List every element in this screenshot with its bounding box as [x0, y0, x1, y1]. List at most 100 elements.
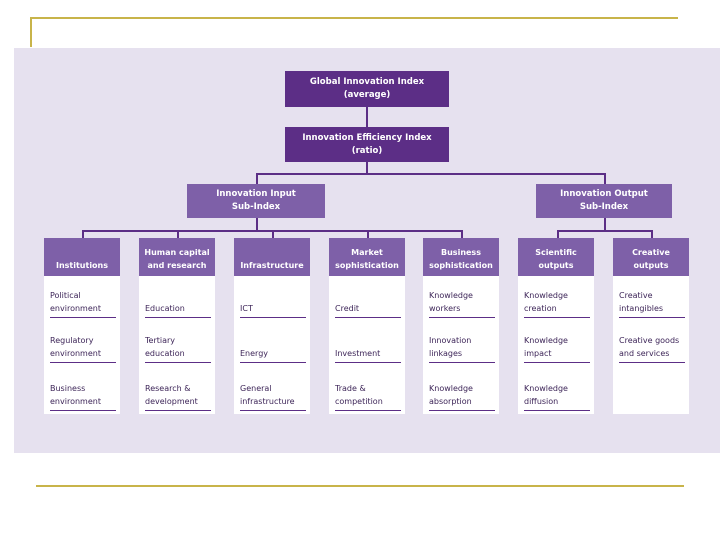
sub-pillar-item: Research & development [145, 381, 211, 411]
global-innovation-index-subtitle: (average) [343, 90, 391, 100]
global-innovation-index-box: Global Innovation Index (average) [285, 71, 449, 107]
connector [256, 173, 258, 184]
sub-pillar-line2: environment [50, 397, 101, 406]
pillar-header: Market sophistication [329, 238, 405, 276]
innovation-efficiency-index-box: Innovation Efficiency Index (ratio) [285, 127, 449, 162]
sub-pillar-item: Knowledge workers [429, 288, 495, 318]
sub-pillar-line1: Regulatory [50, 336, 94, 345]
input-subindex-subtitle: Sub-Index [231, 202, 281, 212]
sub-pillar-line2: Credit [335, 304, 360, 313]
sub-pillar-item: Innovation linkages [429, 333, 495, 363]
connector [367, 230, 369, 238]
pillar-header-line2: sophistication [335, 261, 399, 270]
connector [604, 173, 606, 184]
sub-pillar-line1: General [240, 384, 272, 393]
sub-pillar-line1: Trade & [335, 384, 366, 393]
pillar-header: Business sophistication [423, 238, 499, 276]
sub-pillar-line2: linkages [429, 349, 463, 358]
input-subindex-title: Innovation Input [216, 189, 296, 199]
sub-pillar-item: Creative intangibles [619, 288, 685, 318]
sub-pillar-line2: and services [619, 349, 670, 358]
sub-pillar-line1: Creative goods [619, 336, 680, 345]
frame-top-line [30, 17, 678, 19]
sub-pillar-line1: Knowledge [429, 384, 473, 393]
sub-pillar-line1: Business [50, 384, 86, 393]
pillar-header-line1: Human capital [144, 248, 210, 257]
pillar-header: Institutions [44, 238, 120, 276]
pillar-body: Creative intangibles Creative goods and se… [613, 276, 689, 414]
sub-pillar-line2: intangibles [619, 304, 664, 313]
connector [256, 218, 258, 231]
connector [604, 218, 606, 231]
sub-pillar-item: Energy [240, 333, 306, 363]
sub-pillar-line1: Research & [145, 384, 191, 393]
sub-pillar-line2: Energy [240, 349, 269, 358]
sub-pillar-line2: Investment [335, 349, 381, 358]
pillar-header-line1: Market [351, 248, 383, 257]
pillar-body: Credit Investment Trade &competition [329, 276, 405, 414]
pillar-body: Education Tertiary education Research & de… [139, 276, 215, 414]
connector [557, 230, 652, 232]
sub-pillar-line1: Knowledge [429, 291, 473, 300]
pillar-header-line2: outputs [633, 261, 669, 270]
sub-pillar-line2: development [145, 397, 198, 406]
sub-pillar-line1: Creative [619, 291, 653, 300]
pillar-header: Scientific outputs [518, 238, 594, 276]
pillar-header-line2: and research [147, 261, 207, 270]
pillar-body: Knowledge creation Knowledge impact Knowle… [518, 276, 594, 414]
sub-pillar-line1: Knowledge [524, 384, 568, 393]
pillar-body: Knowledge workers Innovation linkages Know… [423, 276, 499, 414]
sub-pillar-item: Creative goods and services [619, 333, 685, 363]
pillar-header: Infrastructure [234, 238, 310, 276]
connector [177, 230, 179, 238]
sub-pillar-item: Knowledge diffusion [524, 381, 590, 411]
connector [557, 230, 559, 238]
sub-pillar-line2: diffusion [524, 397, 559, 406]
sub-pillar-line2: Education [145, 304, 185, 313]
output-subindex-subtitle: Sub-Index [579, 202, 629, 212]
pillar-header-line2: outputs [538, 261, 574, 270]
output-subindex-title: Innovation Output [560, 189, 648, 199]
connector [82, 230, 84, 238]
sub-pillar-item: Knowledge absorption [429, 381, 495, 411]
pillar-header-line2: sophistication [429, 261, 493, 270]
pillar-header-line1: Business [441, 248, 481, 257]
pillar-header-line2: Infrastructure [240, 261, 304, 270]
sub-pillar-line1: Knowledge [524, 336, 568, 345]
sub-pillar-item: Trade &competition [335, 381, 401, 411]
pillar-header: Human capital and research [139, 238, 215, 276]
pillar-header: Creative outputs [613, 238, 689, 276]
sub-pillar-item: ICT [240, 288, 306, 318]
innovation-output-subindex-box: Innovation Output Sub-Index [536, 184, 672, 218]
frame-left-line [30, 17, 32, 47]
sub-pillar-line2: environment [50, 304, 101, 313]
connector [366, 162, 368, 174]
frame-bottom-line [36, 485, 684, 487]
sub-pillar-line1: Tertiary [145, 336, 176, 345]
sub-pillar-item: Credit [335, 288, 401, 318]
sub-pillar-line2: environment [50, 349, 101, 358]
sub-pillar-line2: impact [524, 349, 552, 358]
sub-pillar-item: Tertiary education [145, 333, 211, 363]
sub-pillar-line2: absorption [429, 397, 472, 406]
sub-pillar-line2: workers [429, 304, 461, 313]
sub-pillar-item: Knowledge impact [524, 333, 590, 363]
global-innovation-index-title: Global Innovation Index [309, 77, 425, 87]
connector [256, 173, 606, 175]
connector [651, 230, 653, 238]
sub-pillar-line2: creation [524, 304, 557, 313]
sub-pillar-line1: Innovation [429, 336, 472, 345]
pillar-header-line2: Institutions [55, 261, 109, 270]
connector [272, 230, 274, 238]
connector [461, 230, 463, 238]
connector [366, 107, 368, 127]
pillar-header-line1: Scientific [535, 248, 577, 257]
sub-pillar-line2: education [145, 349, 185, 358]
pillar-header-line1: Creative [632, 248, 670, 257]
sub-pillar-item: Investment [335, 333, 401, 363]
sub-pillar-line1: Knowledge [524, 291, 568, 300]
